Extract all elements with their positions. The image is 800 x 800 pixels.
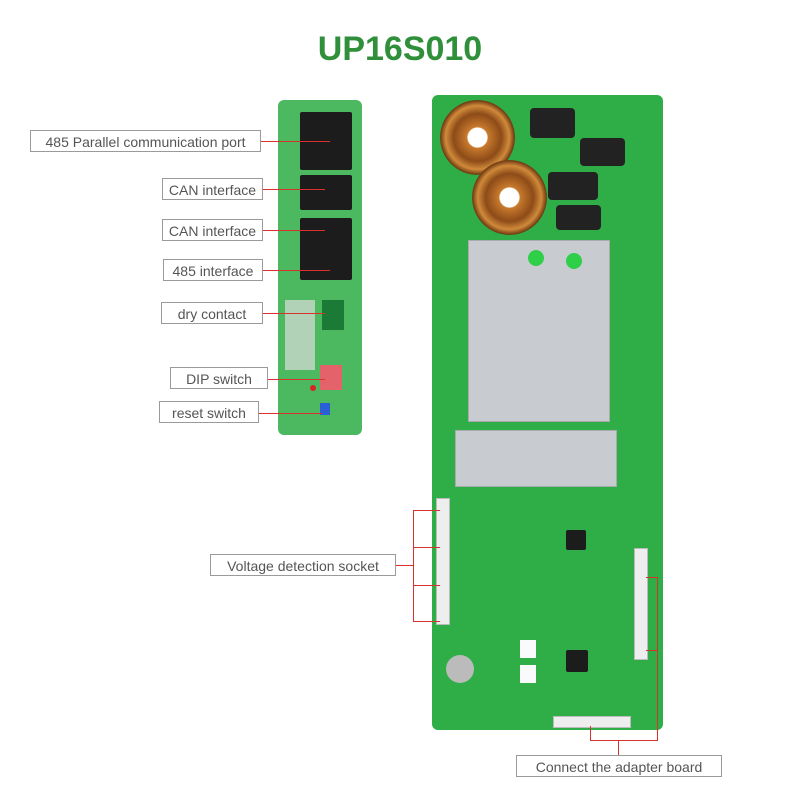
- product-title: UP16S010: [317, 30, 483, 68]
- label-dip-switch: DIP switch: [170, 367, 268, 389]
- label-can-interface-1: CAN interface: [162, 178, 263, 200]
- label-reset-switch: reset switch: [159, 401, 259, 423]
- label-dry-contact: dry contact: [161, 302, 263, 324]
- label-485-interface: 485 interface: [163, 259, 263, 281]
- label-can-interface-2: CAN interface: [162, 219, 263, 241]
- label-parallel-communication-port: 485 Parallel communication port: [30, 130, 261, 152]
- label-connect-adapter-board: Connect the adapter board: [516, 755, 722, 777]
- label-voltage-detection-socket: Voltage detection socket: [210, 554, 396, 576]
